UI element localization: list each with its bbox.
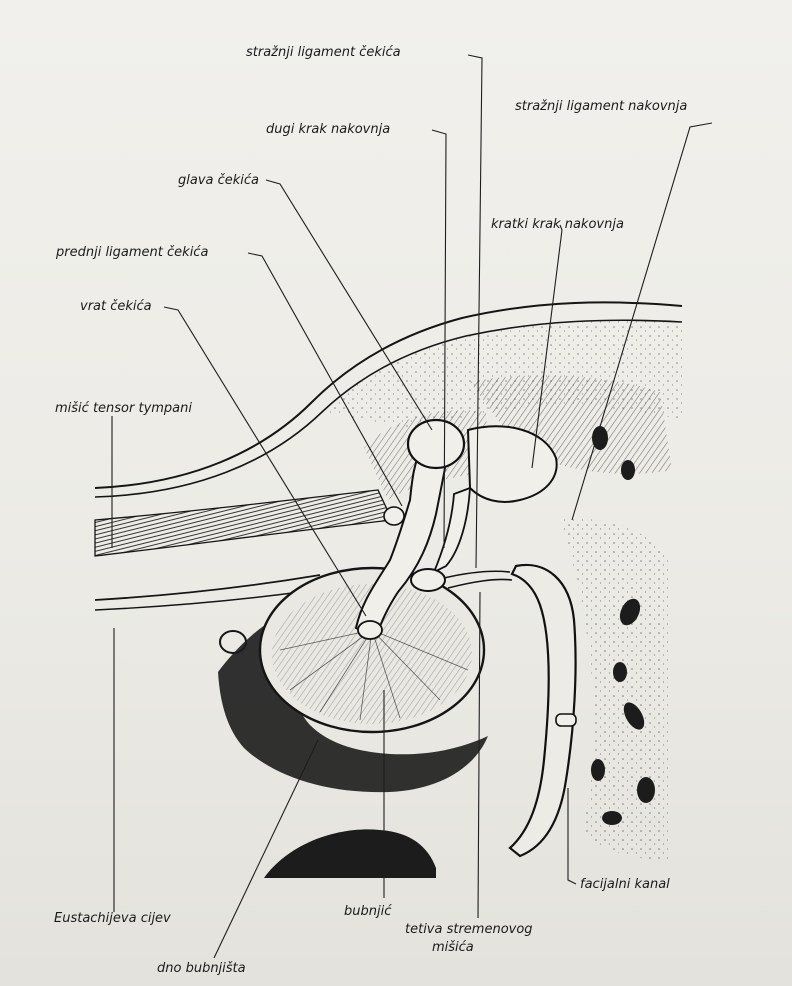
label-dugi-krak: dugi krak nakovnja xyxy=(266,122,390,137)
label-kratki-krak: kratki krak nakovnja xyxy=(491,217,624,232)
label-tetiva-line2: mišića xyxy=(432,940,474,955)
label-tensor: mišić tensor tympani xyxy=(55,401,192,416)
label-straznji-lig-nakovnja: stražnji ligament nakovnja xyxy=(515,99,687,114)
label-eustachijeva: Eustachijeva cijev xyxy=(54,911,171,926)
label-dno: dno bubnjišta xyxy=(157,961,246,976)
label-vrat: vrat čekića xyxy=(80,299,152,314)
label-glava: glava čekića xyxy=(178,173,259,188)
label-bubnjic: bubnjić xyxy=(344,904,392,919)
label-straznji-lig-cekica: stražnji ligament čekića xyxy=(246,45,401,60)
anatomy-drawing xyxy=(95,302,682,878)
leader-facijalni xyxy=(568,788,576,884)
label-prednji-lig: prednji ligament čekića xyxy=(55,245,208,260)
leader-vrat xyxy=(164,307,366,616)
label-facijalni: facijalni kanal xyxy=(580,877,670,892)
label-tetiva-line1: tetiva stremenovog xyxy=(405,922,533,937)
